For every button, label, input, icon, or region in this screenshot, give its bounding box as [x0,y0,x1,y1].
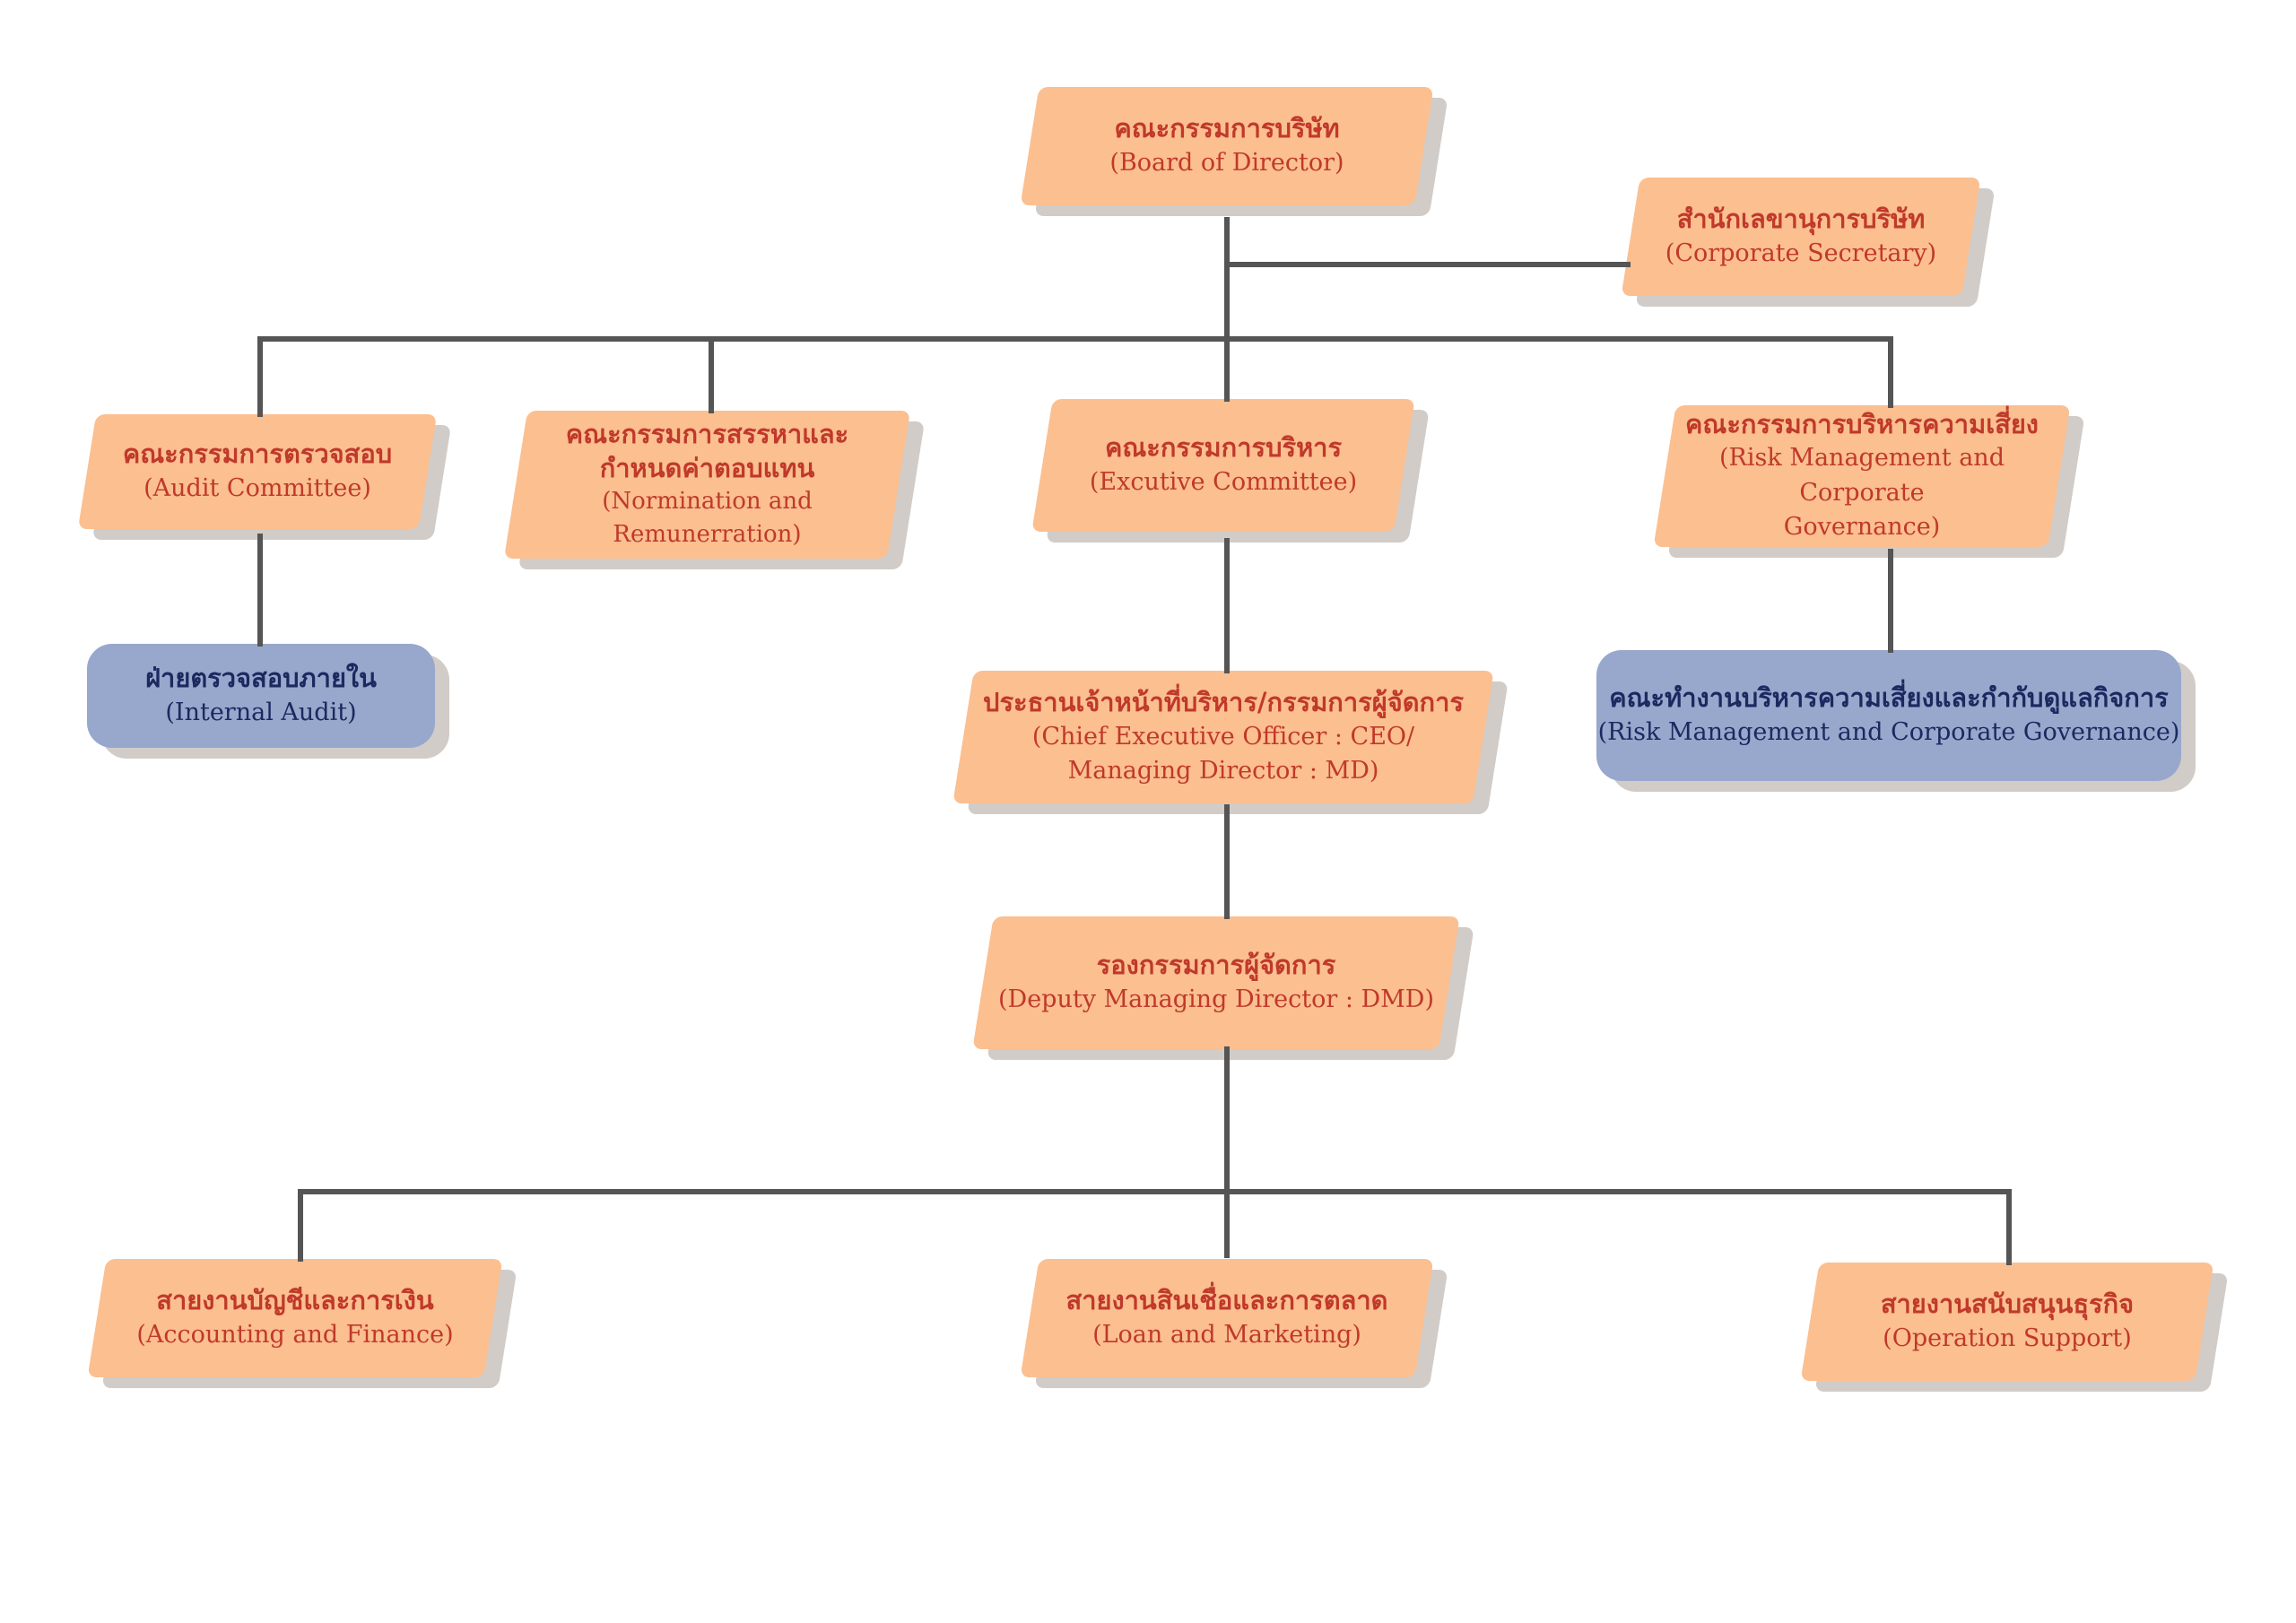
secretary-thai-label: สำนักเลขานุการบริษัท [1676,203,1926,234]
ceo-english-label-line1: (Chief Executive Officer : CEO/ [1031,722,1415,751]
executive-english-label: (Excutive Committee) [1089,467,1358,496]
audit-committee-english-label: (Audit Committee) [144,473,371,502]
executive-committee-node: คณะกรรมการบริหาร (Excutive Committee) [1042,399,1405,532]
ceo-thai-label: ประธานเจ้าหน้าที่บริหาร/กรรมการผู้จัดการ [983,686,1464,717]
risk-working-thai-label: คณะทำงานบริหารความเสี่ยงและกำกับดูแลกิจก… [1609,681,2169,713]
risk-working-group-node: คณะทำงานบริหารความเสี่ยงและกำกับดูแลกิจก… [1596,650,2181,781]
risk-committee-node: คณะกรรมการบริหารความเสี่ยง (Risk Managem… [1665,405,2059,547]
risk-committee-english-label-line1: (Risk Management and Corporate [1719,444,2005,507]
operation-thai-label: สายงานสนับสนุนธุรกิจ [1880,1288,2135,1319]
deputy-md-node: รองกรรมการผู้จัดการ (Deputy Managing Dir… [983,916,1449,1049]
accounting-thai-label: สายงานบัญชีและการเงิน [156,1284,434,1315]
nomination-thai-label-line1: คณะกรรมการสรรหาและ [565,418,849,449]
ceo-english-label-line2: Managing Director : MD) [1067,756,1379,785]
internal-audit-english-label: (Internal Audit) [165,698,357,726]
board-thai-label: คณะกรรมการบริษัท [1114,112,1340,143]
risk-working-english-label: (Risk Management and Corporate Governanc… [1597,717,2180,746]
nomination-thai-label-line2: กำหนดค่าตอบแทน [599,452,815,483]
accounting-finance-node: สายงานบัญชีและการเงิน (Accounting and Fi… [97,1259,493,1377]
internal-audit-thai-label: ฝ่ายตรวจสอบภายใน [145,662,377,693]
audit-committee-thai-label: คณะกรรมการตรวจสอบ [122,438,393,469]
board-english-label: (Board of Director) [1109,148,1344,177]
operation-english-label: (Operation Support) [1883,1324,2132,1352]
nomination-committee-node: คณะกรรมการสรรหาและ กำหนดค่าตอบแทน (Normi… [516,411,899,559]
internal-audit-node: ฝ่ายตรวจสอบภายใน (Internal Audit) [87,644,435,748]
accounting-english-label: (Accounting and Finance) [136,1320,454,1349]
loan-english-label: (Loan and Marketing) [1092,1320,1361,1349]
board-of-director-node: คณะกรรมการบริษัท (Board of Director) [1030,87,1424,205]
secretary-english-label: (Corporate Secretary) [1665,239,1937,267]
nomination-english-label: (Normination and Remunerration) [602,488,813,549]
dmd-english-label: (Deputy Managing Director : DMD) [998,985,1434,1013]
audit-committee-node: คณะกรรมการตรวจสอบ (Audit Committee) [87,414,428,529]
risk-committee-thai-label: คณะกรรมการบริหารความเสี่ยง [1685,408,2039,439]
executive-thai-label: คณะกรรมการบริหาร [1104,431,1343,463]
operation-support-node: สายงานสนับสนุนธุรกิจ (Operation Support) [1810,1263,2205,1381]
dmd-thai-label: รองกรรมการผู้จัดการ [1096,949,1336,980]
ceo-md-node: ประธานเจ้าหน้าที่บริหาร/กรรมการผู้จัดการ… [963,671,1483,803]
risk-committee-english-label-line2: Governance) [1783,513,1941,541]
corporate-secretary-node: สำนักเลขานุการบริษัท (Corporate Secretar… [1631,178,1971,296]
loan-thai-label: สายงานสินเชื่อและการตลาด [1065,1284,1388,1315]
loan-marketing-node: สายงานสินเชื่อและการตลาด (Loan and Marke… [1030,1259,1424,1377]
